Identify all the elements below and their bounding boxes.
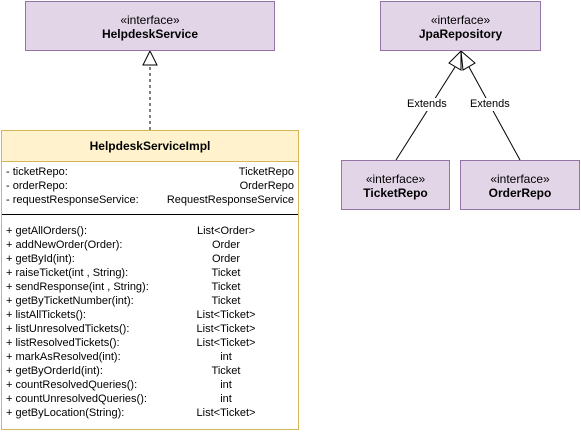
field-row: - ticketRepo: TicketRepo [2,165,298,179]
method-name: + listUnresolvedTickets(): [6,323,130,335]
interface-stereotype: «interface» [120,13,180,27]
method-row: + listResolvedTickets(): List<Ticket> [2,336,298,350]
interface-stereotype: «interface» [490,172,550,186]
method-type: Ticket [211,281,241,293]
field-name: - requestResponseService: [6,194,139,206]
method-type: int [220,351,232,363]
realization-arrowhead [142,49,158,66]
method-name: + countResolvedQueries(): [6,379,138,391]
method-row: + countResolvedQueries(): int [2,378,298,392]
method-type: List<Ticket> [196,323,256,335]
method-type: Ticket [211,295,241,307]
field-name: - ticketRepo: [6,166,68,178]
method-row: + countUnresolvedQueries(): int [2,392,298,406]
method-row: + markAsResolved(int): int [2,350,298,364]
jpa-repository-interface: «interface» JpaRepository [380,1,541,51]
helpdesk-service-interface: «interface» HelpdeskService [25,1,275,51]
order-repo-interface: «interface» OrderRepo [460,160,580,210]
method-row: + getByTicketNumber(int): Ticket [2,294,298,308]
interface-name: HelpdeskService [101,27,199,41]
method-name: + sendResponse(int , String): [6,281,149,293]
method-type: Ticket [211,365,241,377]
method-name: + getByOrderId(int): [6,365,103,377]
interface-stereotype: «interface» [365,172,426,186]
method-name: + countUnresolvedQueries(): [6,393,147,405]
method-row: + listUnresolvedTickets(): List<Ticket> [2,322,298,336]
field-row: - requestResponseService: RequestResponse… [2,193,298,207]
method-row: + sendResponse(int , String): Ticket [2,280,298,294]
orderrepo-extends-arrowhead [460,49,476,71]
ticketrepo-extends-line [395,66,456,161]
fields-section: - ticketRepo: TicketRepo - orderRepo: Orde… [2,162,298,207]
field-type: OrderRepo [239,180,294,192]
ticketrepo-extends-arrowhead [448,49,462,71]
method-name: + addNewOrder(Order): [6,239,123,251]
interface-name: TicketRepo [363,186,428,200]
method-name: + markAsResolved(int): [6,351,121,363]
field-type: TicketRepo [238,166,294,178]
method-row: + addNewOrder(Order): Order [2,238,298,252]
method-name: + listAllTickets(): [6,309,86,321]
method-type: List<Ticket> [196,337,256,349]
method-type: Order [211,239,241,251]
method-type: Ticket [211,267,241,279]
orderrepo-extends-line [468,66,521,161]
method-row: + getByOrderId(int): Ticket [2,364,298,378]
helpdesk-service-impl-class: HelpdeskServiceImpl - ticketRepo:TicketR… [1,130,299,430]
interface-name: JpaRepository [418,27,503,41]
field-name: - orderRepo: [6,180,68,192]
method-type: List<Ticket> [196,309,256,321]
method-name: + getAllOrders(): [6,225,87,237]
method-type: int [220,393,232,405]
method-row: + listAllTickets(): List<Ticket> [2,308,298,322]
method-row: + getById(int): Order [2,252,298,266]
methods-section: + getAllOrders(): List<Order> + addNewOrd… [2,224,298,420]
interface-stereotype: «interface» [430,13,491,27]
ticket-repo-interface: «interface» TicketRepo [341,160,450,210]
method-type: List<Order> [196,225,256,237]
interface-name: OrderRepo [488,186,552,200]
method-row: + getAllOrders(): List<Order> [2,224,298,238]
method-type: Order [211,253,241,265]
field-row: - orderRepo: OrderRepo [2,179,298,193]
class-name: HelpdeskServiceImpl [2,131,298,162]
method-name: + getByTicketNumber(int): [6,295,134,307]
method-row: + raiseTicket(int , String): Ticket [2,266,298,280]
section-divider [2,214,298,215]
method-name: + getByLocation(String): [6,407,125,419]
method-name: + getById(int): [6,253,75,265]
method-type: List<Ticket> [196,407,256,419]
extends-label-left: Extends [407,98,447,111]
method-type: int [220,379,232,391]
method-name: + listResolvedTickets(): [6,337,120,349]
method-name: + raiseTicket(int , String): [6,267,129,279]
extends-label-right: Extends [470,98,510,111]
field-type: RequestResponseService [166,194,294,206]
method-row: + getByLocation(String): List<Ticket> [2,406,298,420]
